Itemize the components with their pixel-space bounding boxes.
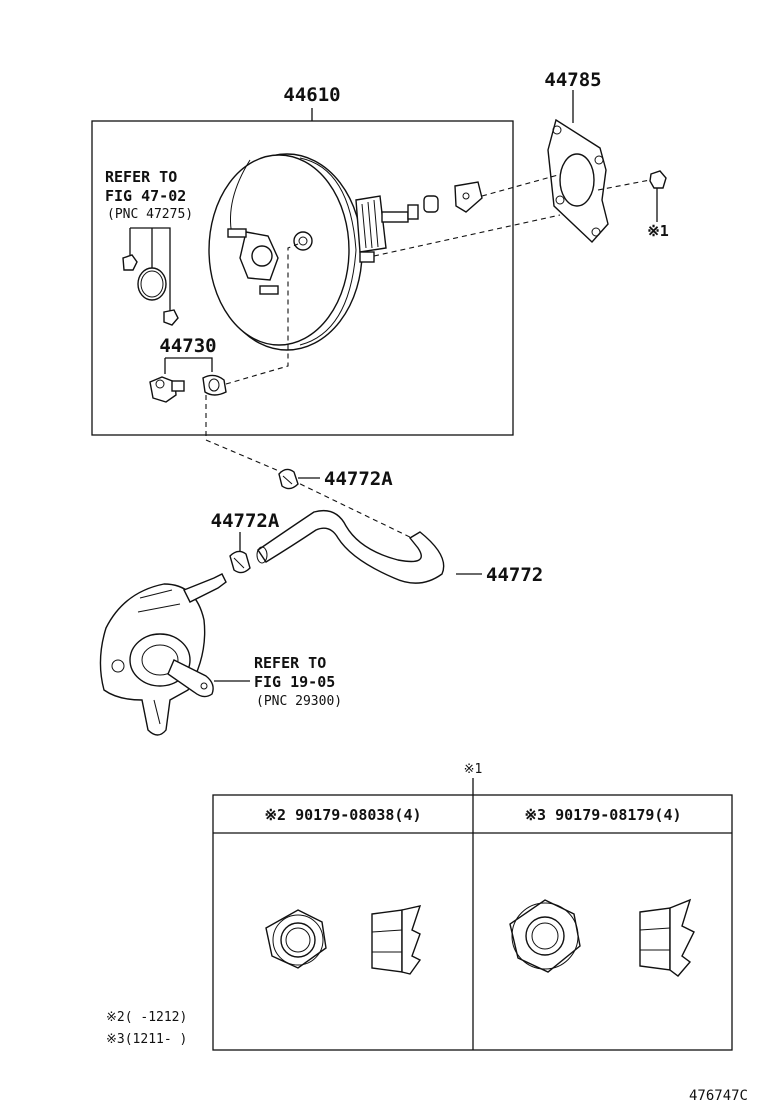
booster-gasket — [547, 118, 609, 244]
refer-lower-line3: (PNC 29300) — [256, 694, 342, 709]
table-col1-header: ※2 90179-08038(4) — [264, 806, 421, 824]
figure-id: 476747C — [689, 1088, 748, 1104]
part-number-gasket[interactable]: 44785 — [544, 69, 601, 91]
refer-upper-line1: REFER TO — [105, 168, 177, 186]
part-number-check-valve[interactable]: 44730 — [159, 335, 216, 357]
alignment-line-nut — [597, 179, 651, 191]
refer-lower-line1: REFER TO — [254, 654, 326, 672]
part-number-hose[interactable]: 44772 — [486, 564, 543, 586]
refer-upper-bracket — [129, 227, 171, 312]
refer-upper-line3: (PNC 47275) — [107, 207, 193, 222]
brake-booster — [208, 153, 419, 351]
mounting-nut — [649, 170, 667, 189]
nut-type-2-drawing — [265, 905, 422, 975]
refer-lower-line2[interactable]: FIG 19-05 — [254, 673, 335, 691]
refer-upper-line2[interactable]: FIG 47-02 — [105, 187, 186, 205]
pushrod-clevis — [423, 181, 483, 213]
nut-type-3-drawing — [509, 898, 695, 977]
note-type-2: ※2( -1212) — [106, 1010, 187, 1025]
table-col2-header: ※3 90179-08179(4) — [524, 806, 681, 824]
hose-clip-lower — [229, 550, 251, 574]
alignment-line-stud — [373, 214, 561, 257]
part-number-booster[interactable]: 44610 — [283, 84, 340, 106]
note-type-3: ※3(1211- ) — [106, 1032, 187, 1047]
booster-assembly-box — [91, 120, 514, 436]
part-number-clip-lower[interactable]: 44772A — [211, 510, 280, 532]
part-number-clip-upper[interactable]: 44772A — [324, 468, 393, 490]
vacuum-hose — [256, 509, 445, 584]
alignment-line-clevis — [481, 174, 559, 197]
check-valve-bracket — [164, 357, 213, 374]
hose-clip-upper — [278, 468, 299, 490]
check-valve — [149, 374, 227, 403]
table-reference: ※1 — [464, 762, 483, 777]
hose-alignment-upper — [205, 395, 287, 475]
grommet-parts — [122, 254, 179, 326]
hose-alignment-lower — [291, 479, 417, 541]
vacuum-pump — [99, 573, 227, 736]
nut-reference: ※1 — [647, 222, 669, 240]
